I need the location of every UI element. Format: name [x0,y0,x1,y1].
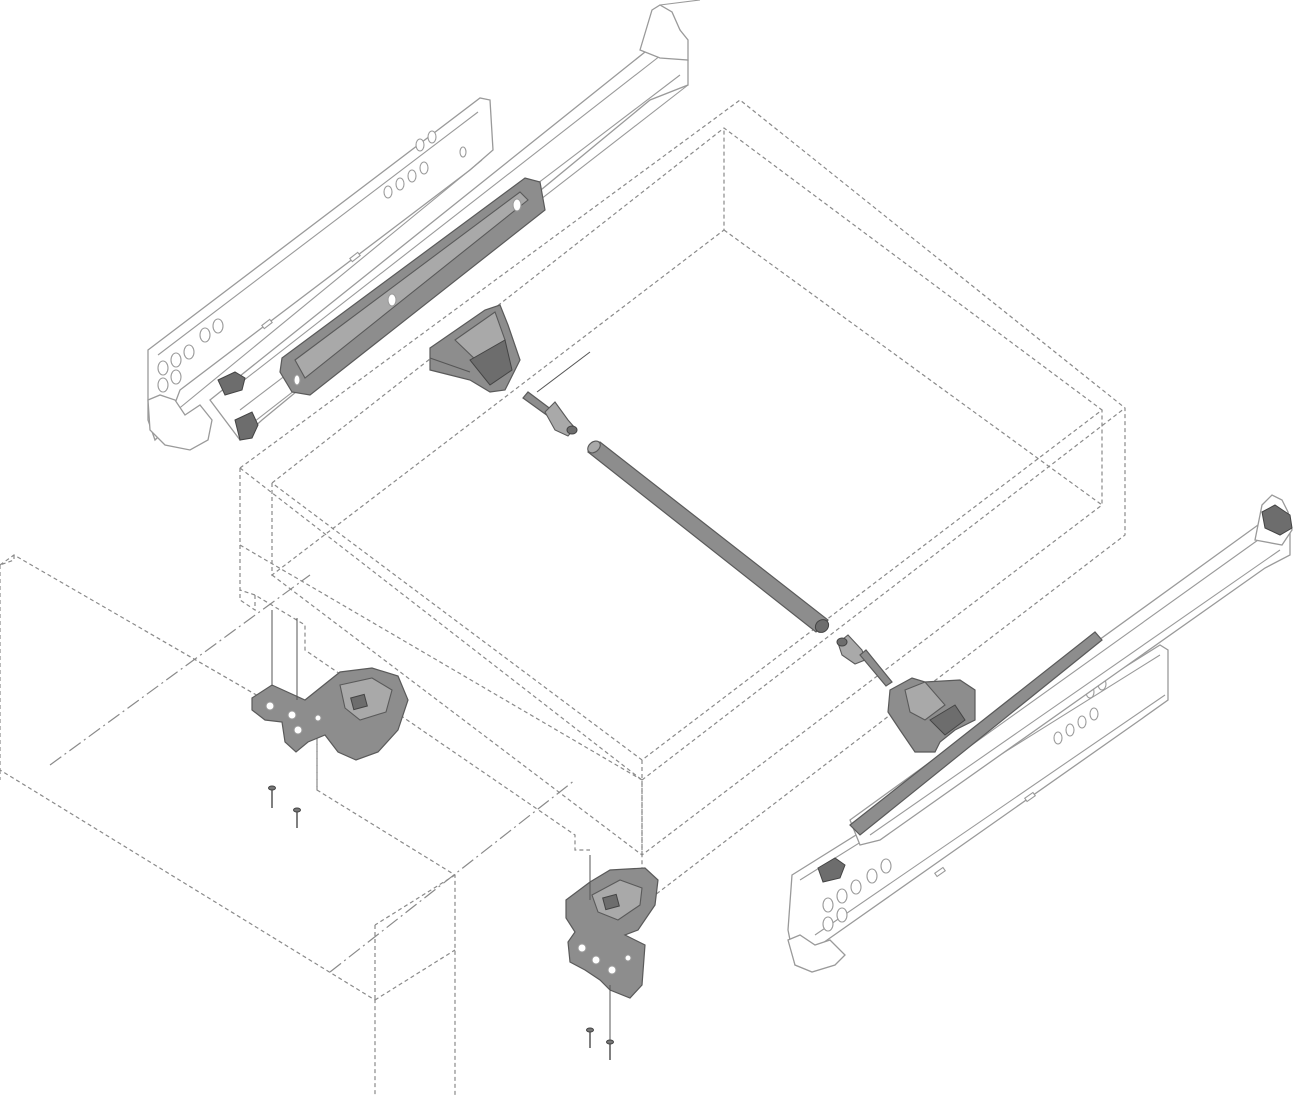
right-runner-clip [817,857,846,883]
drawer-box [239,99,1126,907]
screw-1 [268,785,276,808]
screw-3 [586,1027,594,1048]
left-runner-front-hook [147,394,213,451]
left-locking-device [251,610,409,761]
screws [268,785,614,1060]
stabilizer-shaft [587,440,830,633]
right-stabilizer-pinion [887,677,976,753]
left-runner [147,0,701,451]
right-runner-front-hook [787,934,846,973]
left-shaft-pin [522,391,578,437]
screw-4 [606,1039,614,1060]
left-stabilizer-pinion [429,304,591,393]
left-runner-lock-tab [234,411,259,441]
screw-2 [293,807,301,828]
right-shaft-pin [836,634,893,687]
cabinet-side-panel [0,554,576,1095]
right-runner-track [849,631,1103,836]
left-runner-clip [217,371,246,396]
right-locking-device [565,855,659,1040]
left-runner-holes [157,130,467,393]
right-runner [787,494,1293,973]
left-runner-rear-bracket [639,4,689,61]
right-runner-holes [822,677,1107,932]
